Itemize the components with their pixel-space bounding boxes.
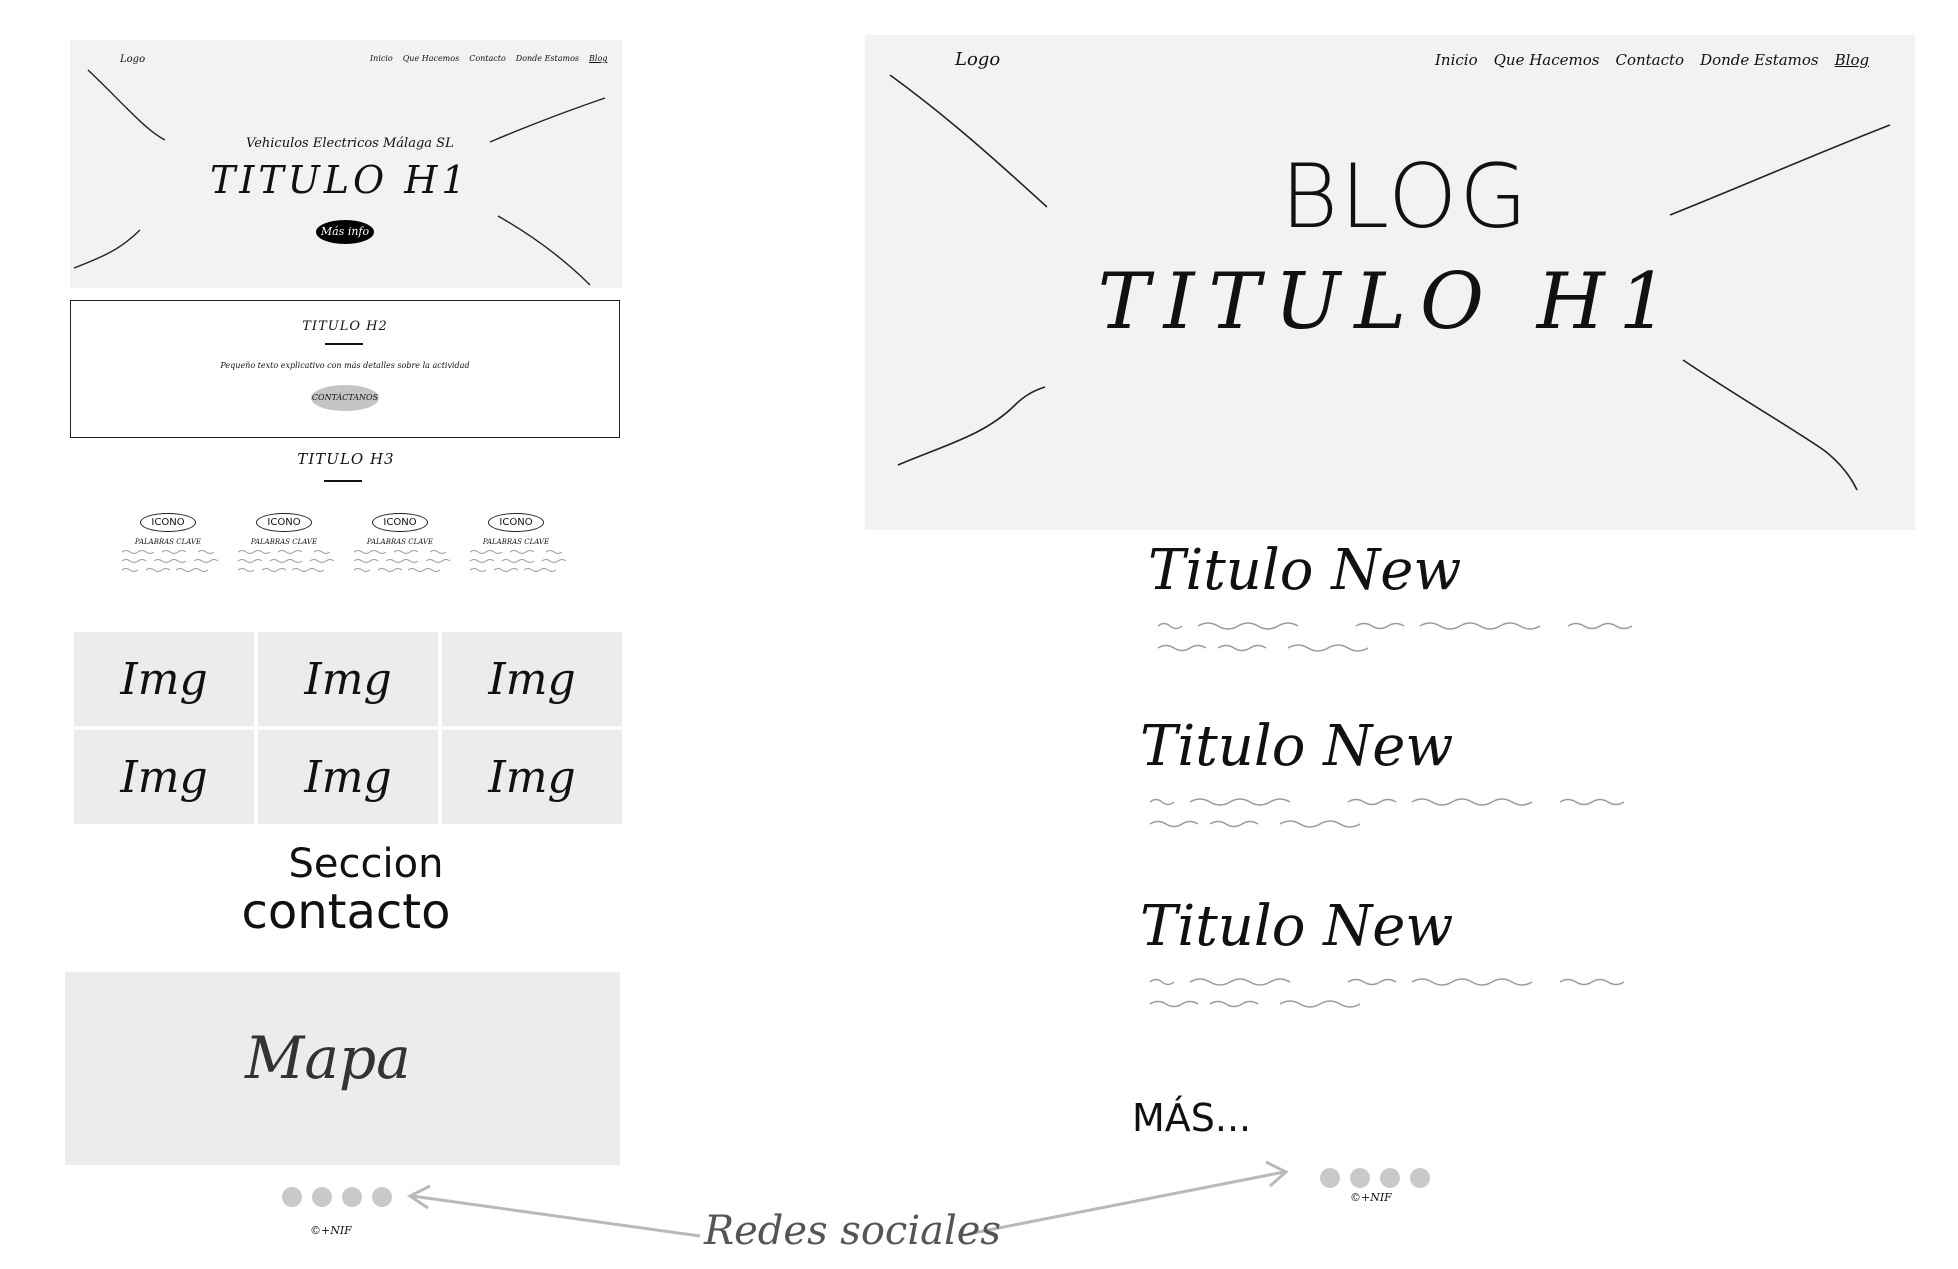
- contact-us-button[interactable]: CONTÁCTANOS: [311, 385, 379, 411]
- feature-text-placeholder: [353, 550, 450, 572]
- feature-item: ICONO PALABRAS CLAVE: [118, 510, 218, 580]
- social-annotation-label: Redes sociales: [704, 1208, 1001, 1254]
- hero-company: Vehiculos Electricos Málaga SL: [246, 136, 454, 151]
- news-excerpt-placeholder: [1149, 978, 1625, 1008]
- hero-title: TITULO H1: [210, 158, 470, 202]
- nav-blog[interactable]: Blog: [1834, 51, 1870, 69]
- feature-text-placeholder: [237, 550, 334, 572]
- home-section-h2: TITULO H2 Pequeño texto explicativo con …: [70, 300, 620, 438]
- feature-label: PALABRAS CLAVE: [366, 538, 434, 546]
- nav-que-hacemos[interactable]: Que Hacemos: [402, 54, 460, 63]
- feature-icon: ICONO: [372, 513, 428, 532]
- social-icon[interactable]: [342, 1187, 362, 1207]
- social-icon[interactable]: [1380, 1168, 1400, 1188]
- feature-text-placeholder: [121, 550, 218, 572]
- feature-item: ICONO PALABRAS CLAVE: [350, 510, 450, 580]
- section-h2-underline: [325, 343, 363, 345]
- contact-title-line1: Seccion: [288, 841, 444, 887]
- nav-donde-estamos[interactable]: Donde Estamos: [1700, 51, 1819, 69]
- feature-text-placeholder: [469, 550, 566, 572]
- image-gallery: Img Img Img Img Img Img: [74, 632, 622, 824]
- feature-icon: ICONO: [140, 513, 196, 532]
- social-icon[interactable]: [312, 1187, 332, 1207]
- section-h2-text: Pequeño texto explicativo con más detall…: [220, 361, 470, 370]
- gallery-image[interactable]: Img: [258, 632, 438, 726]
- nav-contacto[interactable]: Contacto: [469, 54, 506, 63]
- nav-blog[interactable]: Blog: [589, 54, 608, 63]
- feature-label: PALABRAS CLAVE: [250, 538, 318, 546]
- news-excerpt-placeholder: [1149, 798, 1625, 828]
- blog-title: TITULO H1: [1097, 257, 1683, 347]
- home-social-icons: [282, 1187, 392, 1207]
- hero-nav: Inicio Que Hacemos Contacto Donde Estamo…: [370, 54, 607, 63]
- section-h2-title: TITULO H2: [302, 319, 388, 334]
- blog-hero: Logo Inicio Que Hacemos Contacto Donde E…: [865, 35, 1915, 530]
- news-title[interactable]: Titulo New: [1140, 714, 1454, 779]
- social-icon[interactable]: [372, 1187, 392, 1207]
- home-copyright: ©+NIF: [310, 1224, 352, 1237]
- feature-label: PALABRAS CLAVE: [482, 538, 550, 546]
- blog-label: BLOG: [1280, 145, 1530, 248]
- hero-logo[interactable]: Logo: [120, 54, 146, 65]
- feature-icon: ICONO: [488, 513, 544, 532]
- news-title[interactable]: Titulo New: [1148, 538, 1462, 603]
- feature-label: PALABRAS CLAVE: [134, 538, 202, 546]
- contact-title-line2: contacto: [241, 884, 451, 940]
- blog-copyright: ©+NIF: [1350, 1191, 1392, 1204]
- social-icon[interactable]: [1350, 1168, 1370, 1188]
- news-title[interactable]: Titulo New: [1140, 894, 1454, 959]
- nav-contacto[interactable]: Contacto: [1615, 51, 1685, 69]
- section-h3-underline: [324, 480, 362, 482]
- news-item[interactable]: Titulo New: [1148, 536, 1658, 666]
- news-excerpt-placeholder: [1157, 622, 1633, 652]
- nav-que-hacemos[interactable]: Que Hacemos: [1493, 51, 1600, 69]
- gallery-image[interactable]: Img: [442, 730, 622, 824]
- nav-inicio[interactable]: Inicio: [370, 54, 393, 63]
- news-item[interactable]: Titulo New: [1140, 892, 1650, 1022]
- social-icon[interactable]: [1410, 1168, 1430, 1188]
- nav-inicio[interactable]: Inicio: [1435, 51, 1478, 69]
- gallery-image[interactable]: Img: [74, 632, 254, 726]
- news-item[interactable]: Titulo New: [1140, 712, 1650, 842]
- social-icon[interactable]: [1320, 1168, 1340, 1188]
- home-hero: Logo Inicio Que Hacemos Contacto Donde E…: [70, 40, 622, 288]
- contact-section-title: Seccion contacto: [70, 842, 622, 938]
- more-info-button[interactable]: Más info: [316, 220, 374, 244]
- gallery-image[interactable]: Img: [258, 730, 438, 824]
- map-placeholder[interactable]: Mapa: [65, 972, 620, 1165]
- section-h3-title: TITULO H3: [297, 450, 395, 468]
- feature-item: ICONO PALABRAS CLAVE: [234, 510, 334, 580]
- gallery-image[interactable]: Img: [74, 730, 254, 824]
- feature-icon: ICONO: [256, 513, 312, 532]
- social-icon[interactable]: [282, 1187, 302, 1207]
- gallery-image[interactable]: Img: [442, 632, 622, 726]
- blog-logo[interactable]: Logo: [955, 49, 1001, 70]
- blog-nav: Inicio Que Hacemos Contacto Donde Estamo…: [1435, 51, 1869, 69]
- feature-list: ICONO PALABRAS CLAVE ICONO PALABRAS CLAV…: [118, 510, 566, 580]
- feature-item: ICONO PALABRAS CLAVE: [466, 510, 566, 580]
- nav-donde-estamos[interactable]: Donde Estamos: [515, 54, 580, 63]
- map-label: Mapa: [245, 1024, 411, 1092]
- blog-social-icons: [1320, 1168, 1430, 1188]
- more-link[interactable]: MÁS...: [1132, 1096, 1252, 1140]
